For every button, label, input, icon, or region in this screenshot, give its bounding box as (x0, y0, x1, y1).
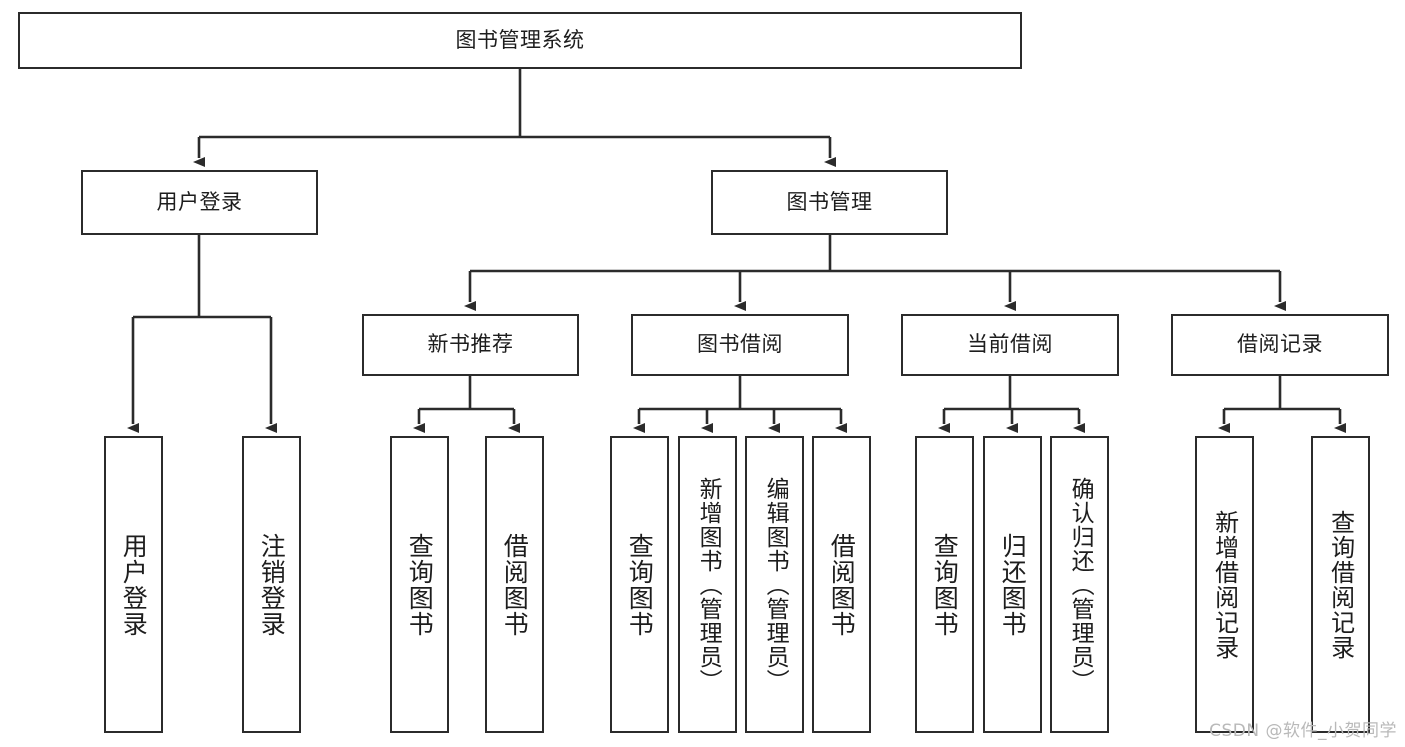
watermark: CSDN @软件_小贺同学 (1209, 721, 1397, 741)
node-borrow-record[interactable]: 借阅记录 (1171, 314, 1389, 376)
leaf-logout-label: 注销登录 (257, 532, 287, 637)
node-book-management[interactable]: 图书管理 (711, 170, 948, 235)
node-book-management-label: 图书管理 (786, 189, 873, 214)
leaf-borrow-book[interactable]: 借阅图书 (812, 436, 871, 733)
leaf-borrow-book-recommend-label: 借阅图书 (500, 532, 530, 637)
leaf-edit-book-admin-label: 编辑图书（管理员） (762, 476, 789, 693)
leaf-add-book-admin-label: 新增图书（管理员） (695, 476, 722, 693)
node-new-book-recommend-label: 新书推荐 (427, 332, 514, 357)
leaf-query-book-borrow-label: 查询图书 (625, 532, 655, 637)
leaf-add-borrow-record-label: 新增借阅记录 (1210, 509, 1239, 660)
leaf-query-book-borrow[interactable]: 查询图书 (610, 436, 669, 733)
leaf-borrow-book-label: 借阅图书 (827, 532, 857, 637)
leaf-query-borrow-record[interactable]: 查询借阅记录 (1311, 436, 1370, 733)
node-borrow-record-label: 借阅记录 (1237, 332, 1323, 357)
leaf-add-book-admin[interactable]: 新增图书（管理员） (678, 436, 737, 733)
leaf-query-book-recommend[interactable]: 查询图书 (390, 436, 449, 733)
leaf-borrow-book-recommend[interactable]: 借阅图书 (485, 436, 544, 733)
node-new-book-recommend[interactable]: 新书推荐 (362, 314, 579, 376)
leaf-query-borrow-record-label: 查询借阅记录 (1326, 509, 1355, 660)
leaf-query-book-recommend-label: 查询图书 (405, 532, 435, 637)
node-current-borrow-label: 当前借阅 (967, 332, 1053, 357)
leaf-query-book-current-label: 查询图书 (930, 532, 960, 637)
leaf-user-login[interactable]: 用户登录 (104, 436, 163, 733)
node-book-borrow[interactable]: 图书借阅 (631, 314, 849, 376)
leaf-user-login-label: 用户登录 (119, 532, 149, 637)
leaf-add-borrow-record[interactable]: 新增借阅记录 (1195, 436, 1254, 733)
leaf-logout[interactable]: 注销登录 (242, 436, 301, 733)
node-root[interactable]: 图书管理系统 (18, 12, 1022, 69)
node-user-login[interactable]: 用户登录 (81, 170, 318, 235)
leaf-confirm-return-admin[interactable]: 确认归还（管理员） (1050, 436, 1109, 733)
leaf-query-book-current[interactable]: 查询图书 (915, 436, 974, 733)
leaf-confirm-return-admin-label: 确认归还（管理员） (1067, 476, 1094, 693)
leaf-edit-book-admin[interactable]: 编辑图书（管理员） (745, 436, 804, 733)
node-user-login-label: 用户登录 (156, 189, 243, 214)
node-book-borrow-label: 图书借阅 (697, 332, 783, 357)
node-current-borrow[interactable]: 当前借阅 (901, 314, 1119, 376)
leaf-return-book-label: 归还图书 (998, 532, 1028, 637)
node-root-label: 图书管理系统 (455, 27, 585, 52)
leaf-return-book[interactable]: 归还图书 (983, 436, 1042, 733)
